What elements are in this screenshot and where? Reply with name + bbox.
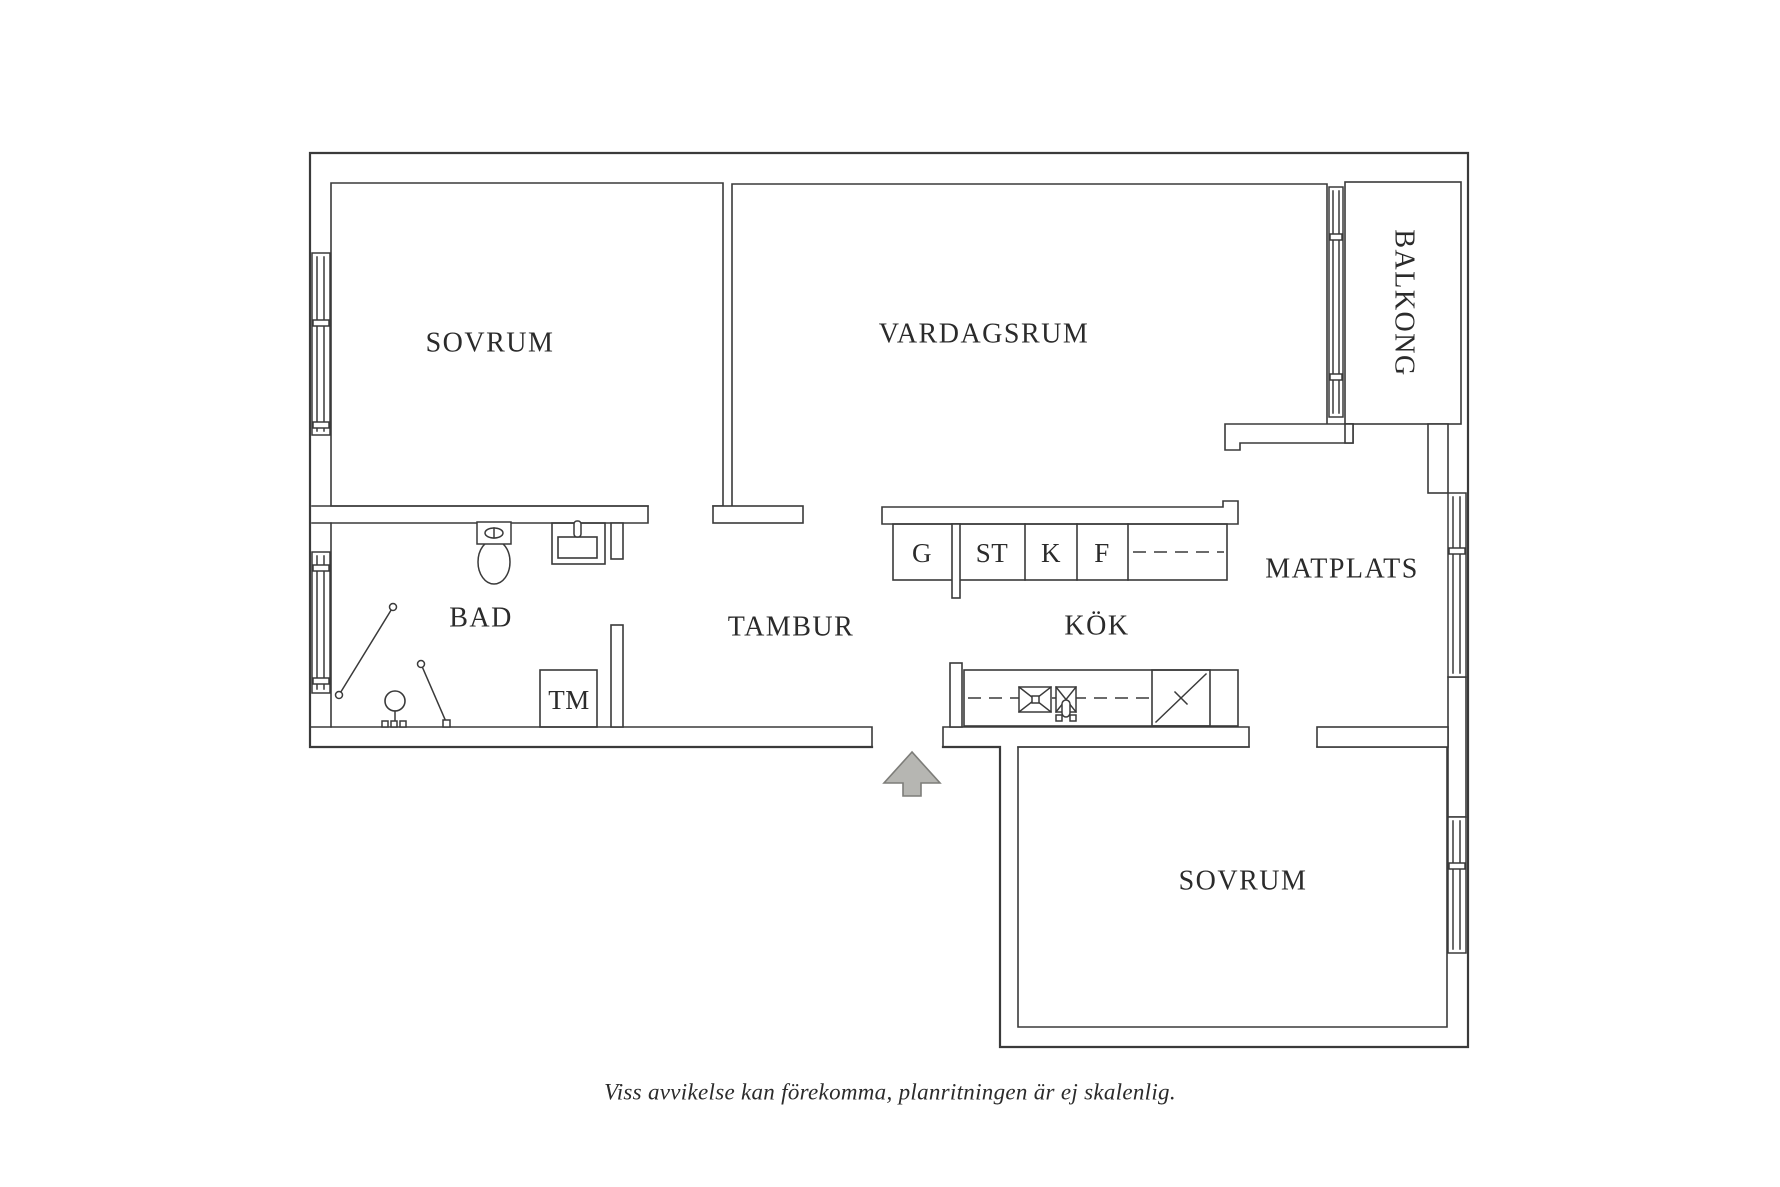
sink-faucet-unit [1054, 685, 1078, 722]
bathroom-fixtures [334, 520, 606, 728]
shower-screen-2 [420, 663, 448, 725]
outer-boundary [308, 151, 1470, 1049]
sink-drain [1031, 695, 1040, 704]
window-mullion-1 [312, 319, 330, 327]
window-frame [311, 252, 331, 436]
label-bathroom: BAD [449, 603, 513, 634]
balcony-door-window [1328, 186, 1344, 418]
label-balcony: BALKONG [1389, 229, 1420, 376]
entrance-arrow [882, 750, 942, 797]
east-wall-mid [1447, 676, 1467, 818]
toilet-bowl [477, 539, 511, 585]
room-balcony-outline [1344, 181, 1462, 425]
toilet [476, 521, 512, 585]
shower [334, 602, 451, 728]
window-frame [311, 551, 331, 694]
label-bedroom1: SOVRUM [426, 328, 555, 359]
basin-faucet [573, 520, 582, 538]
window-mullion-2 [1329, 373, 1343, 381]
bathroom-east-wall-stub [610, 522, 624, 560]
kitchen-north-wall [881, 500, 1239, 525]
screen-foot [442, 719, 451, 728]
bathroom-north-wall [311, 505, 649, 524]
south-wall-west [309, 726, 873, 748]
kitchen-cabinet-row [892, 523, 1228, 599]
window-mullion-2 [312, 421, 330, 429]
shower-head [384, 690, 406, 712]
label-washing-machine: TM [548, 685, 590, 715]
room-labels: SOVRUM VARDAGSRUM BALKONG BAD TAMBUR KÖK… [426, 229, 1420, 896]
stove-tick [1173, 690, 1189, 706]
windows [311, 186, 1467, 954]
screen-hinge-3 [416, 659, 426, 669]
stove [1151, 669, 1211, 727]
screen-hinge-1 [388, 602, 398, 612]
washing-machine-box [539, 669, 598, 728]
living-wall-foot [712, 505, 804, 524]
window-mullion-2 [312, 677, 330, 685]
label-hallway: TAMBUR [728, 612, 855, 643]
window-frame [1447, 816, 1467, 954]
label-cabinet-f: F [1094, 538, 1110, 568]
balcony-step [1344, 423, 1354, 444]
label-dining: MATPLATS [1265, 554, 1419, 585]
bedroom2-north-wall-east [1316, 726, 1449, 748]
sink [1017, 685, 1053, 714]
south-wall-center [942, 726, 1250, 748]
cabinet-row-outline [892, 523, 1228, 581]
shower-screen-1 [337, 605, 395, 697]
kitchen-west-wall-lower [949, 662, 963, 728]
dining-northeast-wall [1427, 423, 1449, 494]
room-living-outline [731, 183, 1328, 508]
stove-outline [1151, 669, 1211, 727]
kitchen-counter [963, 669, 1239, 727]
kitchen-west-wall-stub [951, 523, 961, 599]
disclaimer-caption: Viss avvikelse kan förekomma, planritnin… [604, 1080, 1176, 1105]
label-cabinet-st: ST [976, 538, 1009, 568]
dining-window [1447, 492, 1467, 678]
shower-base-3 [399, 720, 407, 728]
screen-hinge-2 [334, 690, 344, 700]
basin-inner [557, 536, 598, 559]
window-frame [1447, 492, 1467, 678]
walls [308, 151, 1470, 1049]
shower-base-1 [381, 720, 389, 728]
dining-north-wall [1224, 423, 1354, 451]
faucet-handle [1061, 699, 1071, 718]
bathroom-window [311, 551, 331, 694]
window-mullion-1 [1448, 547, 1466, 555]
label-cabinet-g: G [912, 538, 932, 568]
label-kitchen: KÖK [1064, 611, 1129, 642]
bedroom2-window [1447, 816, 1467, 954]
bedroom1-window [311, 252, 331, 436]
window-mullion-1 [312, 564, 330, 572]
window-frame [1328, 186, 1344, 418]
label-cabinet-k: K [1041, 538, 1061, 568]
bathroom-east-wall-lower [610, 624, 624, 728]
window-mullion-1 [1448, 862, 1466, 870]
label-bedroom2: SOVRUM [1179, 866, 1308, 897]
faucet-foot-left [1055, 714, 1063, 722]
label-living-room: VARDAGSRUM [879, 319, 1090, 350]
wash-basin [551, 520, 606, 565]
shower-base-2 [390, 720, 398, 728]
faucet-foot-right [1069, 714, 1077, 722]
window-mullion-1 [1329, 233, 1343, 241]
counter-outline [963, 669, 1239, 727]
